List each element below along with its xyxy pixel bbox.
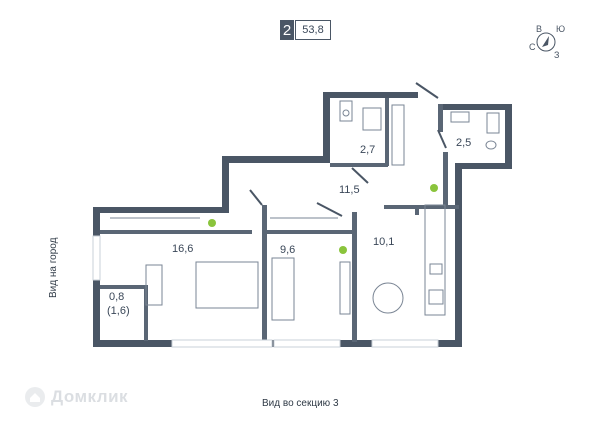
window-kitchen [371,339,439,348]
shower-drain-icon [342,109,350,117]
wc-sink-icon [486,112,500,134]
wall-kitchen-right [455,163,462,347]
compass-west: С [529,42,536,52]
wall-wc-left-top [438,104,443,132]
plant-bedroom-icon [339,246,347,254]
room-area-hall: 11,5 [339,184,360,196]
room-area-bath-1: 2,7 [360,144,375,156]
bath-door [351,167,369,184]
view-caption-side: Вид на город [48,237,59,298]
interior-walls [100,98,459,343]
view-caption-bottom: Вид во секцию 3 [262,398,339,409]
wall-wc-top [438,104,512,110]
plant-living-icon [208,219,216,227]
wall-living-bedroom [262,205,267,343]
plants [208,184,438,254]
living-door [249,189,263,206]
bedroom-cabinet-icon [339,261,351,315]
wall-bath-divider [385,98,389,166]
compass-arrow-icon [542,36,549,47]
dining-table-icon [372,282,404,314]
room-area-balcony-full: (1,6) [107,305,130,317]
wall-balcony-top [100,285,148,289]
wall-step-left [222,156,229,213]
living-cabinet-icon [145,264,163,306]
compass-east: Ю [556,24,565,34]
room-area-bath-2: 2,5 [456,137,471,149]
room-area-balcony: 0,8 [109,291,124,303]
doors [249,82,447,217]
sink-icon [362,107,382,131]
window-bedroom [273,339,341,348]
room-area-kitchen: 10,1 [373,236,394,248]
wall-living-storage [100,230,252,234]
wall-kitchen-stub [415,205,419,215]
wall-wc-left-bottom [443,152,448,208]
wall-bath-bottom [330,163,388,167]
compass-south: З [554,50,559,60]
furniture [110,100,500,321]
compass-north: В [536,24,542,34]
wall-step-top [222,156,330,163]
rooms-count: 2 [280,20,294,40]
kitchen-counter-icon [424,204,446,316]
stove-icon [428,289,444,305]
shower-icon [339,100,353,122]
watermark: Домклик [24,386,128,408]
wc-cabinet-icon [450,111,470,123]
window-living [171,339,273,348]
room-labels: 2,7 2,5 11,5 16,6 9,6 10,1 0,8 (1,6) [107,137,471,317]
room-area-living: 16,6 [172,243,193,255]
bedroom-bed-icon [271,257,295,321]
total-area: 53,8 [295,20,331,40]
wall-bedroom-top [262,230,357,234]
wall-wc-right [505,104,512,169]
window-balcony [92,235,101,281]
wc-door [437,129,447,149]
flat-badge: 2 53,8 [280,20,331,40]
wall-bath-left [323,92,330,163]
wall-bedroom-kitchen [352,212,357,342]
plant-hall-icon [430,184,438,192]
entrance-door [415,82,439,99]
washer-shelf-icon [391,104,405,166]
kitchen-sink-icon [429,263,443,275]
wall-wc-bottom [455,163,512,169]
wall-bath-top [323,92,418,98]
wall-living-top [93,207,229,213]
exterior-walls [93,92,512,347]
room-area-bedroom: 9,6 [280,244,295,256]
watermark-text: Домклик [51,387,129,406]
bed-icon [195,261,259,309]
house-icon [25,387,45,407]
windows [92,235,439,348]
compass-ring [536,32,556,52]
wall-balcony-right [144,285,148,341]
compass: В Ю С З [529,24,565,60]
bedroom-door [316,202,343,217]
wall-kitchen-top [384,205,459,209]
toilet-icon [485,140,497,150]
